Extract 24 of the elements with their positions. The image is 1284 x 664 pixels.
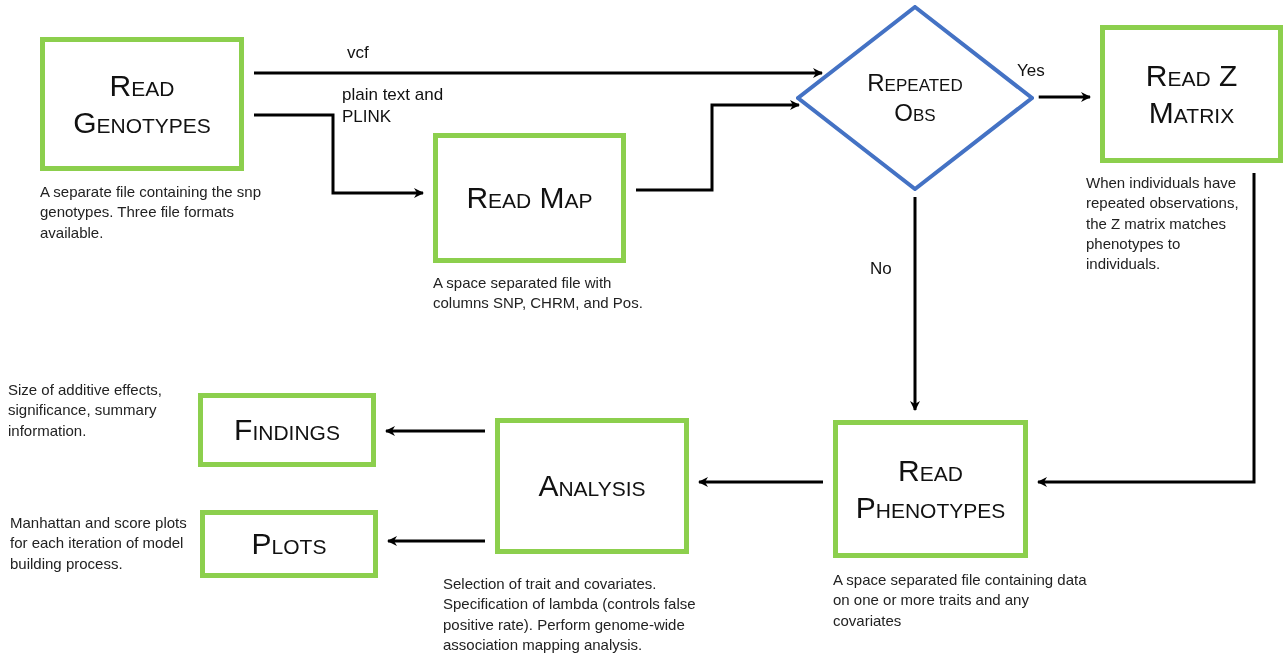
node-description: When individuals have repeated observations, the Z matrix matches phenotypes to individuals. [1086, 173, 1240, 274]
node-description: Selection of trait and covariates. Specification of lambda (controls false positive rate). Perform genome-wide association mapping analysis. [443, 574, 697, 655]
arrow [254, 113, 424, 198]
node-description: A space separated file containing data on one or more traits and any covariates [833, 570, 1088, 631]
arrow [385, 426, 485, 436]
node-title: Read Map [465, 180, 594, 217]
arrow [636, 100, 800, 192]
node-title: Read Z Matrix [1144, 57, 1239, 131]
arrow [254, 68, 823, 78]
node-description: A separate file containing the snp genotypes. Three file formats available. [40, 182, 262, 243]
node-title: Read Genotypes [72, 67, 212, 141]
node-description: A space separated file with columns SNP, CHRM, and Pos. [433, 273, 644, 314]
arrow [910, 197, 920, 411]
arrow [698, 477, 823, 487]
arrow [1037, 173, 1256, 487]
node-title: Findings [233, 412, 341, 449]
arrow [1038, 92, 1091, 102]
node-description: Size of additive effects, significance, summary information. [8, 380, 163, 441]
node-title: Repeated Obs [866, 68, 964, 128]
node-title: Analysis [537, 468, 647, 505]
arrow [387, 536, 485, 546]
node-description: Manhattan and score plots for each iteration of model building process. [10, 513, 188, 574]
node-title: Read Phenotypes [854, 452, 1007, 526]
node-title: Plots [250, 526, 328, 563]
